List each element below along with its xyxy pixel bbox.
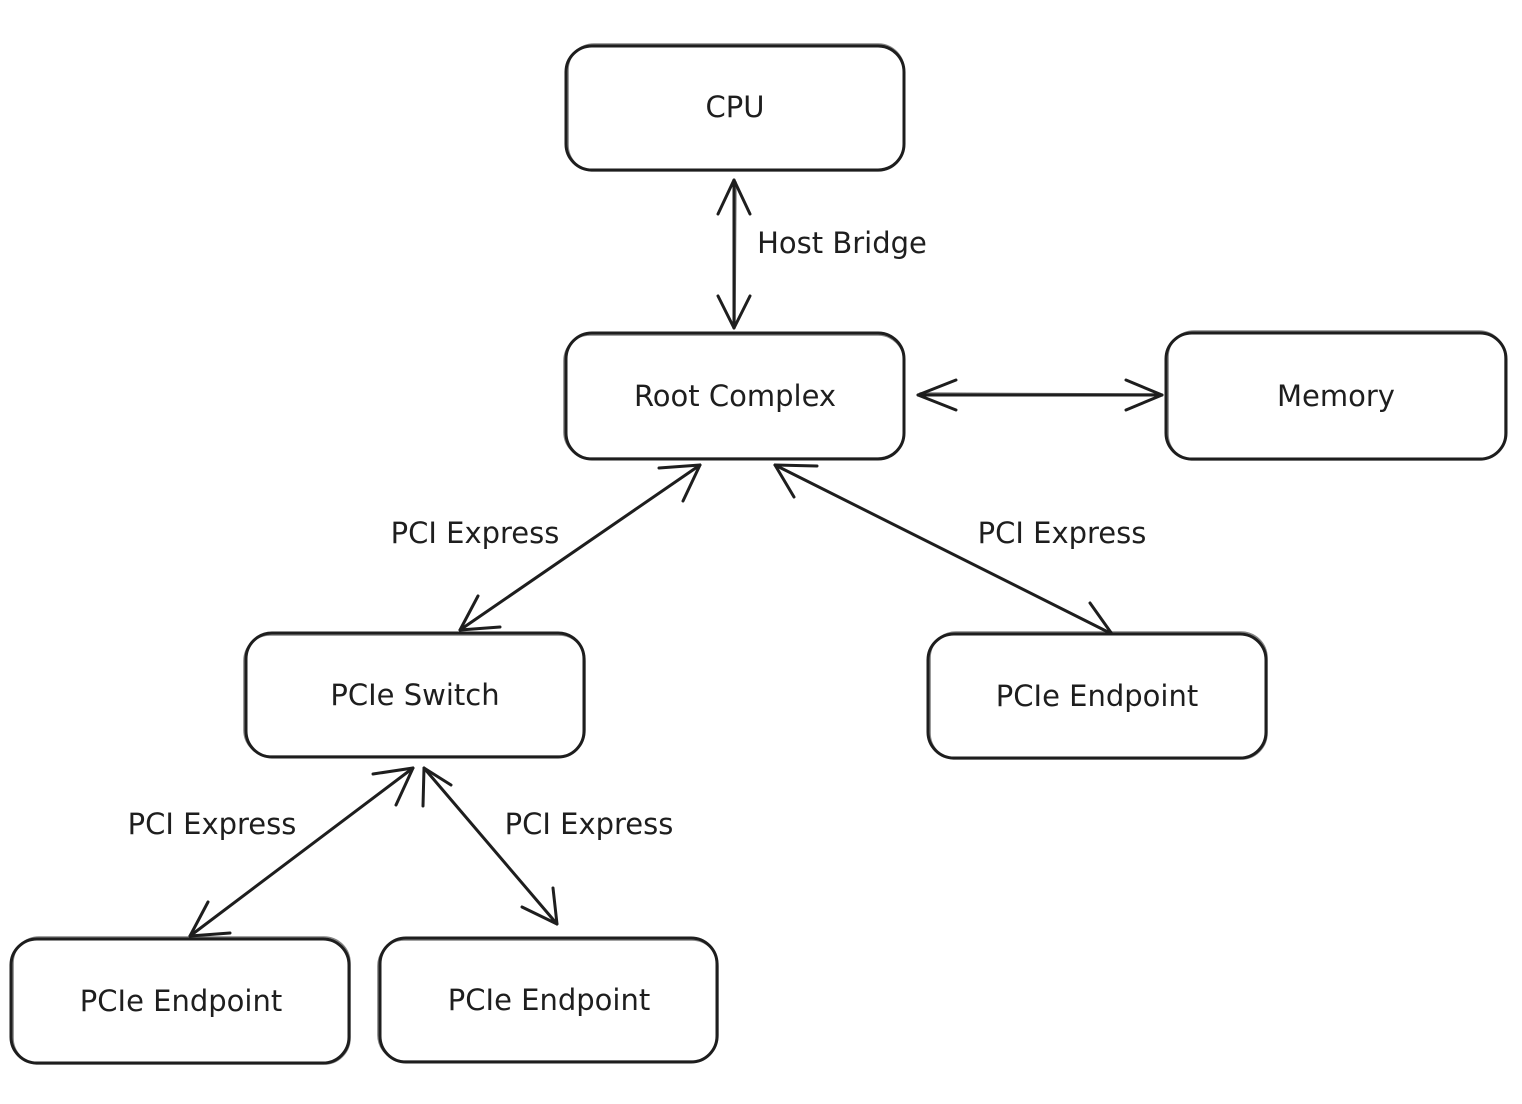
edge-label-root-endpoint: PCI Express	[978, 516, 1147, 550]
edge-switch-endpoint-right	[421, 766, 559, 926]
node-cpu: CPU	[564, 43, 906, 172]
node-root-complex: Root Complex	[563, 331, 906, 461]
node-pcie-endpoint-right: PCIe Endpoint	[926, 631, 1268, 760]
node-memory: Memory	[1164, 330, 1508, 461]
edge-root-complex-memory	[916, 378, 1164, 412]
node-root-complex-label: Root Complex	[634, 379, 836, 413]
node-pcie-endpoint-bottom-middle-label: PCIe Endpoint	[448, 983, 650, 1017]
node-pcie-endpoint-bottom-left: PCIe Endpoint	[9, 936, 351, 1065]
edge-label-root-switch: PCI Express	[391, 516, 560, 550]
edge-cpu-root-complex	[716, 178, 752, 330]
node-pcie-switch: PCIe Switch	[243, 631, 586, 759]
node-pcie-endpoint-bottom-middle: PCIe Endpoint	[377, 936, 719, 1064]
node-cpu-label: CPU	[706, 90, 765, 124]
node-pcie-endpoint-bottom-left-label: PCIe Endpoint	[80, 984, 282, 1018]
edge-root-complex-switch	[458, 463, 702, 632]
edge-switch-endpoint-left	[188, 766, 415, 938]
node-memory-label: Memory	[1277, 379, 1395, 413]
edge-label-switch-endpoint-right: PCI Express	[505, 807, 674, 841]
edge-label-host-bridge: Host Bridge	[757, 226, 927, 260]
node-pcie-endpoint-right-label: PCIe Endpoint	[996, 679, 1198, 713]
edge-label-switch-endpoint-left: PCI Express	[128, 807, 297, 841]
node-pcie-switch-label: PCIe Switch	[330, 678, 499, 712]
